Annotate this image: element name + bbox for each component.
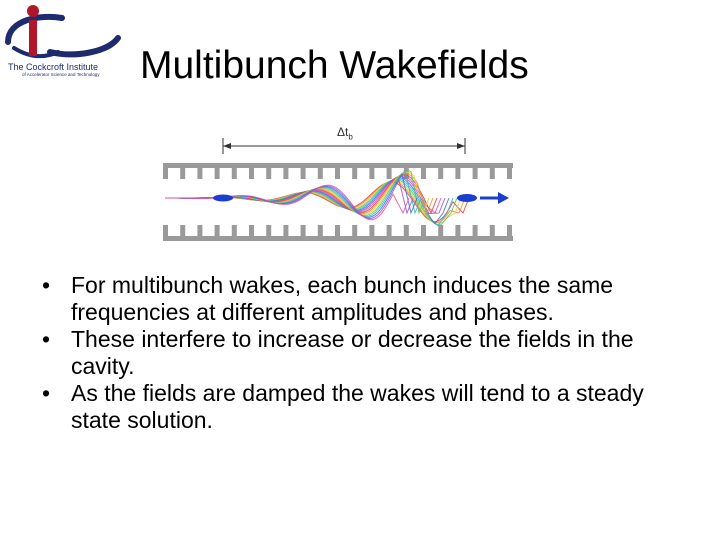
list-item: • These interfere to increase or decreas… [42,326,692,380]
wakefield-diagram [163,138,513,241]
list-item: • For multibunch wakes, each bunch induc… [42,272,692,326]
bullet-marker: • [42,380,51,406]
wake-curve [165,184,410,221]
list-item: • As the fields are damped the wakes wil… [42,380,692,434]
bullet-list: • For multibunch wakes, each bunch induc… [42,272,692,434]
cockcroft-logo: The Cockcroft Institute of Accelerator S… [0,0,135,90]
wake-curve [165,178,454,227]
spacing-label: Δtb [337,125,353,142]
logo-subtext: of Accelerator Science and Technology [22,72,100,77]
bullet-text: For multibunch wakes, each bunch induces… [71,272,614,325]
page-title: Multibunch Wakefields [140,44,529,87]
wake-curves [165,170,470,227]
cavity-wall-icon [163,163,513,241]
bullet-text: As the fields are damped the wakes will … [71,380,644,433]
bullet-marker: • [42,326,51,352]
logo-mark-icon [5,5,121,59]
bunch-icon [213,194,233,202]
bunch-icon [457,194,477,202]
wakefield-figure: Δtb [155,118,525,248]
bullet-text: These interfere to increase or decrease … [71,326,634,379]
bullet-marker: • [42,272,51,298]
logo-text: The Cockcroft Institute [8,62,99,72]
